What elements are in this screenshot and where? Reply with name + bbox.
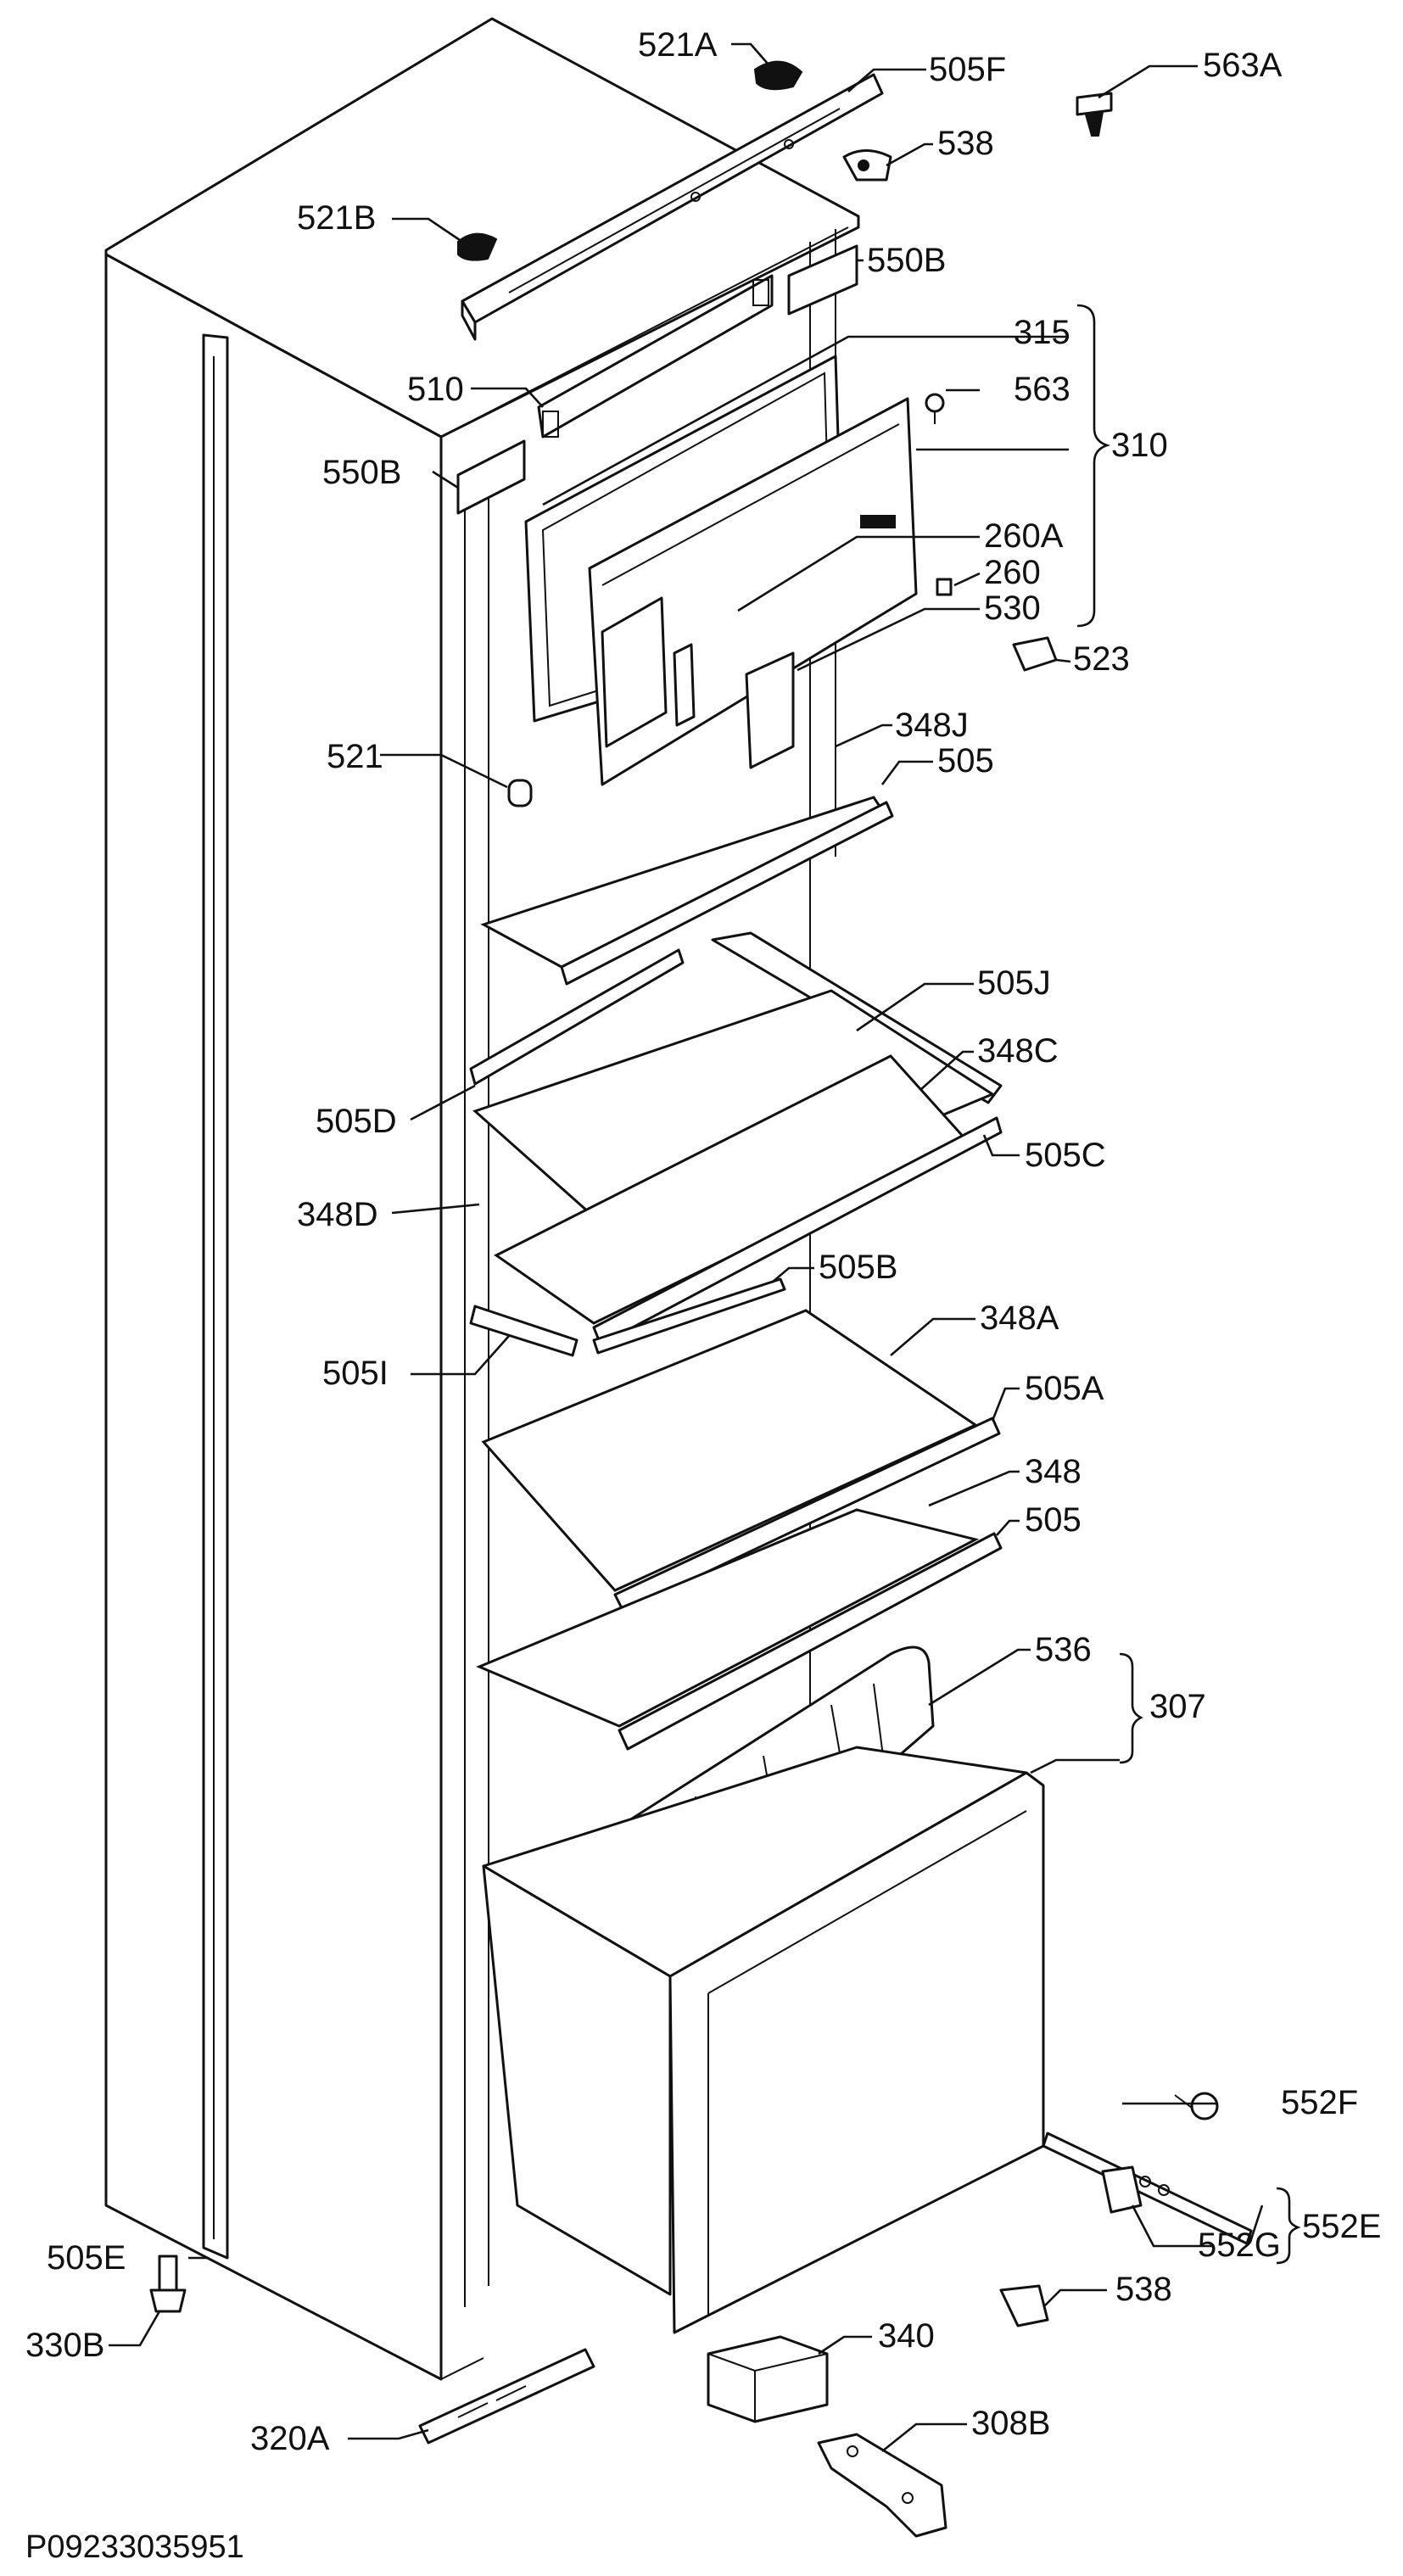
lamp-523 (1012, 636, 1058, 672)
shelf-trim-505a (613, 1417, 1001, 1613)
label-563a: 563A (1203, 47, 1283, 84)
leader-lines (109, 42, 1264, 2453)
label-348a: 348A (980, 1299, 1059, 1337)
cabinet-body (104, 17, 860, 2381)
label-348d: 348D (297, 1196, 378, 1233)
label-552g: 552G (1198, 2227, 1281, 2264)
label-505-lower: 505 (1025, 1501, 1082, 1539)
top-panel-510 (537, 274, 774, 439)
hinge-rail-552e (1042, 2132, 1253, 2245)
screw-563 (925, 393, 945, 424)
door-seal-strip-505e (202, 333, 229, 2260)
label-315: 315 (1014, 314, 1070, 351)
label-320a: 320A (250, 2420, 330, 2457)
label-521a: 521A (638, 26, 718, 64)
glass-shelf-348j (480, 796, 885, 969)
label-538-top: 538 (937, 125, 994, 162)
label-563: 563 (1014, 371, 1070, 408)
shelf-side-505d (469, 948, 685, 1086)
label-348j: 348J (895, 707, 969, 744)
drawing-code: P09233035951 (25, 2529, 244, 2565)
door-handle-530 (745, 651, 795, 769)
label-260a: 260A (984, 517, 1064, 555)
hinge-bracket-538-top (842, 149, 892, 182)
label-505-upper: 505 (937, 742, 994, 780)
adjustable-foot-330b (149, 2255, 187, 2313)
hinge-cap-521a (753, 60, 803, 91)
hinge-clip-552g (1101, 2165, 1143, 2214)
label-521b: 521B (297, 199, 376, 237)
clip-260 (936, 578, 953, 596)
top-hinge-rail-505f (461, 73, 884, 341)
label-348c: 348C (977, 1032, 1059, 1070)
label-308b: 308B (971, 2405, 1050, 2442)
crisper-drawer-307 (482, 1746, 1045, 2334)
part-labels: 521A 505F 563A 538 521B 550B 315 510 563… (25, 26, 1381, 2457)
spacer-block-340 (707, 2335, 829, 2423)
label-521: 521 (327, 738, 383, 775)
label-505i: 505I (322, 1355, 388, 1392)
shelf-trim-505-a (560, 801, 894, 986)
label-552f: 552F (1281, 2084, 1358, 2121)
glass-shelf-348d (472, 989, 996, 1249)
hinge-pin-552f (1174, 2092, 1219, 2121)
label-505b: 505B (819, 1249, 897, 1286)
cover-plate-550b-right (787, 244, 858, 316)
bumper-521 (507, 779, 533, 807)
label-552e: 552E (1302, 2208, 1381, 2245)
cover-plate-550b-left (456, 439, 526, 515)
label-307: 307 (1149, 1688, 1206, 1725)
glass-shelf-348 (476, 1508, 980, 1728)
label-505e: 505E (47, 2239, 126, 2277)
label-330b: 330B (25, 2327, 104, 2364)
label-538-bottom: 538 (1115, 2271, 1172, 2308)
label-530: 530 (984, 590, 1041, 627)
label-510: 510 (407, 371, 464, 408)
label-550b-right: 550B (867, 242, 946, 279)
label-310: 310 (1111, 427, 1168, 464)
hinge-cap-521b (457, 232, 498, 261)
shelf-side-505b (592, 1277, 786, 1355)
bottom-hinge-308b (817, 2433, 947, 2538)
label-505f: 505F (929, 51, 1006, 88)
group-brackets (1076, 304, 1301, 2265)
screw-563a (1076, 92, 1113, 137)
hinge-bracket-538-bottom (999, 2284, 1049, 2327)
label-536: 536 (1035, 1631, 1092, 1668)
shelf-support-505i (469, 1305, 579, 1357)
label-340: 340 (878, 2317, 935, 2355)
label-348: 348 (1025, 1453, 1082, 1490)
label-523: 523 (1073, 640, 1130, 678)
label-260: 260 (984, 554, 1041, 591)
label-505c: 505C (1025, 1137, 1106, 1174)
freezer-door-310 (588, 397, 918, 786)
label-505d: 505D (316, 1103, 397, 1140)
shelf-trim-505-b (618, 1532, 1003, 1751)
label-550b-left: 550B (322, 454, 401, 491)
label-505a: 505A (1025, 1370, 1104, 1407)
kick-plate-rail-320a (418, 2348, 595, 2445)
label-505j: 505J (977, 964, 1051, 1002)
